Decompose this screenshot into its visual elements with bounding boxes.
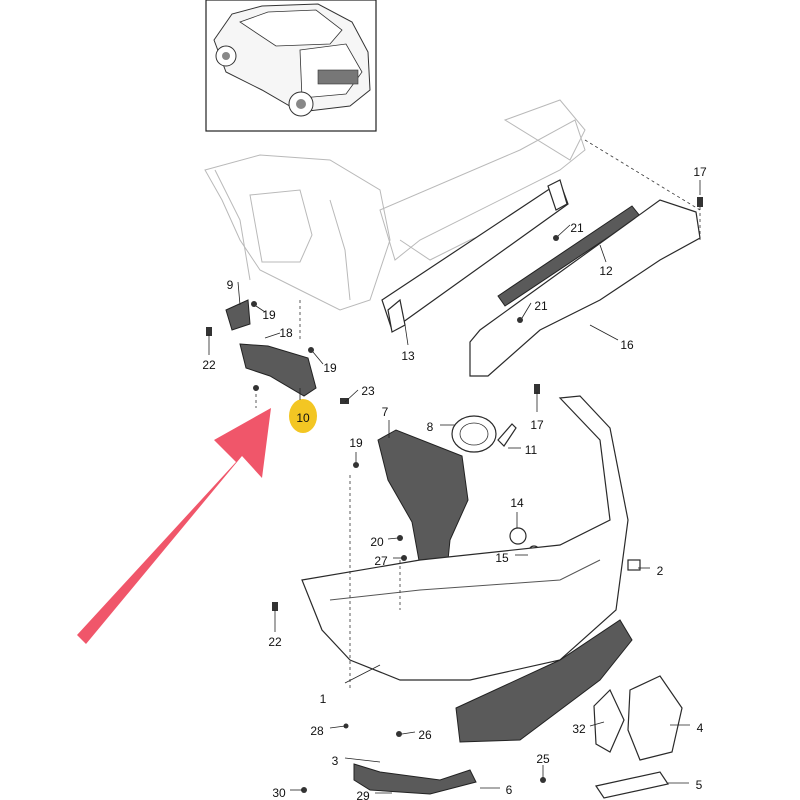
red-pointer-arrow bbox=[77, 408, 271, 644]
callout-c17b: 17 bbox=[530, 418, 544, 432]
leader-c32 bbox=[589, 721, 605, 727]
callout-labels: 1234567891011121314151617171819191920212… bbox=[202, 165, 707, 800]
vehicle-thumbnail bbox=[205, 0, 377, 132]
body-structure-ghost bbox=[204, 99, 586, 311]
callout-c20: 20 bbox=[370, 535, 384, 549]
callout-c32: 32 bbox=[572, 722, 586, 736]
leader-c1 bbox=[344, 664, 381, 684]
callout-c11: 11 bbox=[525, 443, 538, 457]
callout-c2: 2 bbox=[657, 564, 664, 578]
leader-c21b bbox=[521, 302, 532, 319]
part-7-bumper-support bbox=[377, 429, 469, 567]
callout-c12: 12 bbox=[599, 264, 613, 278]
callout-c30: 30 bbox=[272, 786, 286, 800]
callout-c3: 3 bbox=[332, 754, 339, 768]
part-4-cover bbox=[627, 675, 683, 761]
leader-c28 bbox=[329, 725, 346, 729]
leader-c23 bbox=[344, 389, 359, 403]
callout-c19c: 19 bbox=[349, 436, 363, 450]
leader-c13 bbox=[404, 324, 409, 346]
callout-c9: 9 bbox=[227, 278, 234, 292]
part-9-bracket bbox=[225, 299, 251, 331]
callout-c8: 8 bbox=[427, 420, 434, 434]
callout-c29: 29 bbox=[356, 789, 370, 800]
callout-c22b: 22 bbox=[268, 635, 282, 649]
leader-c19b bbox=[312, 351, 324, 365]
callout-c13: 13 bbox=[401, 349, 415, 363]
callout-c5: 5 bbox=[696, 778, 703, 792]
lower-diffuser bbox=[455, 619, 633, 743]
leader-c21a bbox=[557, 224, 571, 237]
part-11-clip bbox=[497, 423, 517, 447]
callout-c23: 23 bbox=[361, 384, 375, 398]
leader-c16 bbox=[589, 324, 619, 341]
callout-c16: 16 bbox=[620, 338, 634, 352]
leader-c9 bbox=[237, 281, 241, 306]
callout-c22a: 22 bbox=[202, 358, 216, 372]
callout-c18: 18 bbox=[279, 326, 293, 340]
leader-c26 bbox=[401, 731, 416, 735]
callout-c19a: 19 bbox=[262, 308, 276, 322]
part-5-strip bbox=[595, 771, 669, 799]
callout-c6: 6 bbox=[506, 783, 513, 797]
callout-c28: 28 bbox=[310, 724, 324, 738]
part-3-strip bbox=[353, 763, 477, 795]
leader-c12 bbox=[599, 244, 607, 263]
callout-c14: 14 bbox=[510, 496, 524, 510]
alignment-lines bbox=[255, 139, 701, 690]
part-16-absorber bbox=[469, 199, 701, 377]
callout-c21b: 21 bbox=[534, 299, 548, 313]
callout-c26: 26 bbox=[418, 728, 432, 742]
part-2-clip bbox=[627, 559, 641, 571]
callout-c19b: 19 bbox=[323, 361, 337, 375]
part-1-bumper-cover bbox=[301, 395, 629, 681]
callout-c21a: 21 bbox=[570, 221, 584, 235]
leader-c20 bbox=[387, 537, 399, 540]
leader-c19a bbox=[255, 305, 266, 313]
highlight-part-10 bbox=[289, 399, 317, 433]
callout-c27: 27 bbox=[374, 554, 388, 568]
callout-c10: 10 bbox=[296, 411, 310, 425]
callout-c17a: 17 bbox=[693, 165, 707, 179]
callout-c25: 25 bbox=[536, 752, 550, 766]
callout-c4: 4 bbox=[697, 721, 704, 735]
fasteners bbox=[206, 197, 703, 793]
leader-lines bbox=[208, 180, 701, 794]
callout-c1: 1 bbox=[320, 692, 327, 706]
leader-c18 bbox=[264, 332, 281, 339]
callout-c15: 15 bbox=[495, 551, 509, 565]
leader-c3 bbox=[344, 757, 381, 763]
part-10-bracket bbox=[239, 343, 317, 397]
part-13-crossmember bbox=[381, 181, 569, 331]
callout-c7: 7 bbox=[382, 405, 389, 419]
part-32-cover bbox=[593, 688, 625, 753]
part-14-sensor bbox=[509, 527, 527, 545]
